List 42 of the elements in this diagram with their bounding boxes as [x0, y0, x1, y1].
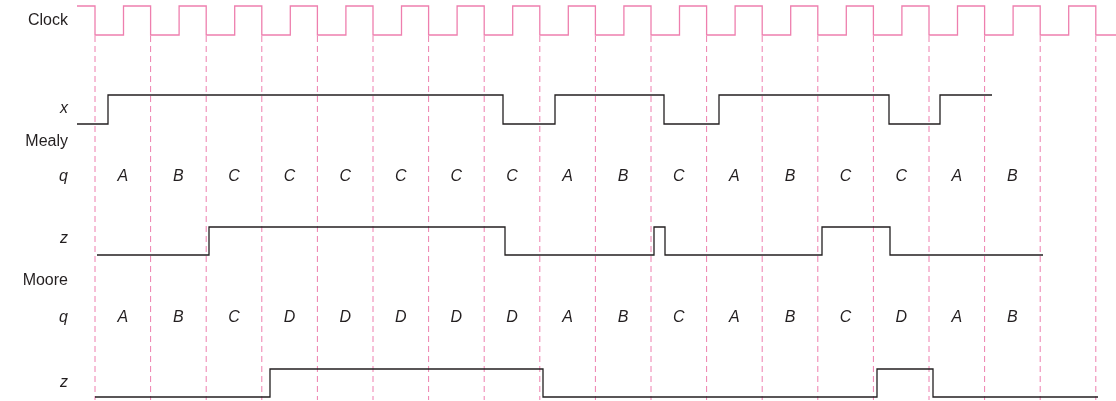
- state-label: C: [228, 308, 240, 326]
- signal-name: Clock: [28, 11, 68, 29]
- state-label: C: [839, 308, 852, 326]
- signal-name: q: [59, 167, 68, 185]
- state-label: B: [617, 308, 629, 326]
- state-label: C: [283, 167, 296, 185]
- state-label: A: [117, 167, 129, 185]
- machine-heading: Moore: [22, 271, 68, 289]
- state-label: C: [673, 167, 685, 185]
- state-label: C: [450, 167, 463, 185]
- state-label: B: [173, 167, 184, 185]
- state-label: B: [1007, 308, 1018, 326]
- state-label: D: [506, 308, 518, 326]
- state-label: A: [562, 308, 573, 326]
- state-label: D: [283, 308, 296, 326]
- state-label: B: [1007, 167, 1018, 185]
- state-label: C: [673, 308, 685, 326]
- state-label: D: [895, 308, 907, 326]
- state-label: C: [228, 167, 240, 185]
- state-label: D: [339, 308, 351, 326]
- state-label: A: [562, 167, 573, 185]
- state-label: D: [395, 308, 407, 326]
- state-label: A: [117, 308, 129, 326]
- state-label: A: [951, 167, 963, 185]
- machine-heading: Mealy: [25, 132, 68, 150]
- state-label: C: [895, 167, 907, 185]
- state-label: B: [784, 167, 796, 185]
- state-label: C: [339, 167, 351, 185]
- state-label: C: [395, 167, 407, 185]
- state-label: A: [951, 308, 963, 326]
- state-label: C: [506, 167, 518, 185]
- signal-name: z: [60, 373, 68, 391]
- signal-name: x: [60, 99, 68, 117]
- state-label: B: [173, 308, 184, 326]
- state-label: B: [784, 308, 796, 326]
- state-label: C: [839, 167, 852, 185]
- state-label: D: [450, 308, 463, 326]
- signal-name: z: [60, 229, 68, 247]
- signal-name: q: [59, 308, 68, 326]
- state-label: A: [729, 308, 740, 326]
- state-label: B: [617, 167, 629, 185]
- state-label: A: [729, 167, 740, 185]
